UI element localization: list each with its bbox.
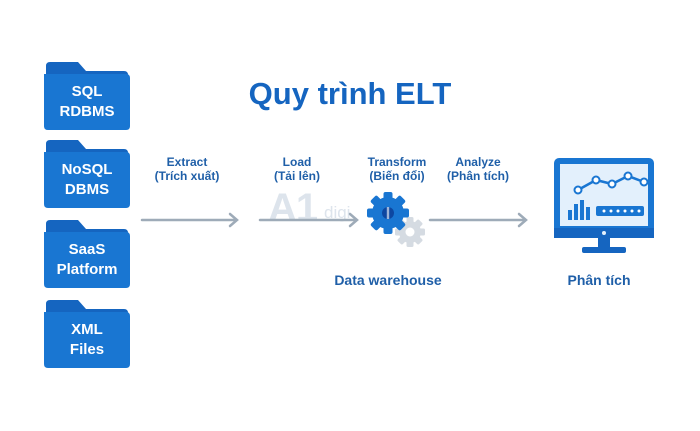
step-analyze: Analyze (Phân tích): [433, 155, 523, 183]
monitor-chart-icon: [554, 158, 654, 253]
step-name-vi: (Phân tích): [447, 169, 509, 183]
folder-icon: [44, 62, 130, 130]
step-name: Transform: [367, 155, 427, 169]
step-name: Extract: [166, 155, 208, 169]
step-name-vi: (Trích xuất): [154, 169, 220, 183]
folder-icon: [44, 220, 130, 288]
step-name-vi: (Tải lên): [273, 169, 320, 183]
source-label-line1: NoSQL: [61, 161, 113, 178]
arrow-load: [258, 212, 359, 228]
source-label-line1: SQL: [71, 83, 103, 100]
source-label-line2: DBMS: [64, 181, 110, 198]
step-load: Load (Tải lên): [252, 155, 342, 183]
folder-icon: [44, 140, 130, 208]
step-name: Load: [282, 155, 312, 169]
arrow-analyze: [428, 212, 528, 228]
source-label-line1: XML: [71, 321, 103, 338]
folder-icon: [44, 300, 130, 368]
watermark-logo: A1: [268, 186, 318, 230]
source-nosql-dbms: NoSQL DBMS: [42, 138, 132, 210]
caption-data-warehouse: Data warehouse: [334, 272, 442, 288]
gears-icon: [367, 192, 425, 247]
source-saas-platform: SaaS Platform: [42, 218, 132, 290]
caption-analysis: Phân tích: [567, 272, 631, 288]
step-name: Analyze: [455, 155, 501, 169]
source-sql-rdbms: SQL RDBMS: [42, 60, 132, 132]
source-xml-files: XML Files: [42, 298, 132, 370]
step-extract: Extract (Trích xuất): [142, 155, 232, 183]
arrow-extract: [140, 212, 239, 228]
step-transform: Transform (Biến đổi): [352, 155, 442, 183]
source-label-line2: Files: [69, 341, 105, 358]
source-label-line1: SaaS: [68, 241, 106, 258]
large-gear: [367, 192, 409, 234]
source-label-line2: Platform: [56, 261, 118, 278]
step-name-vi: (Biến đổi): [369, 169, 425, 183]
source-label-line2: RDBMS: [59, 103, 115, 120]
diagram-title: Quy trình ELT: [248, 76, 452, 111]
watermark-text: digi: [324, 203, 351, 222]
